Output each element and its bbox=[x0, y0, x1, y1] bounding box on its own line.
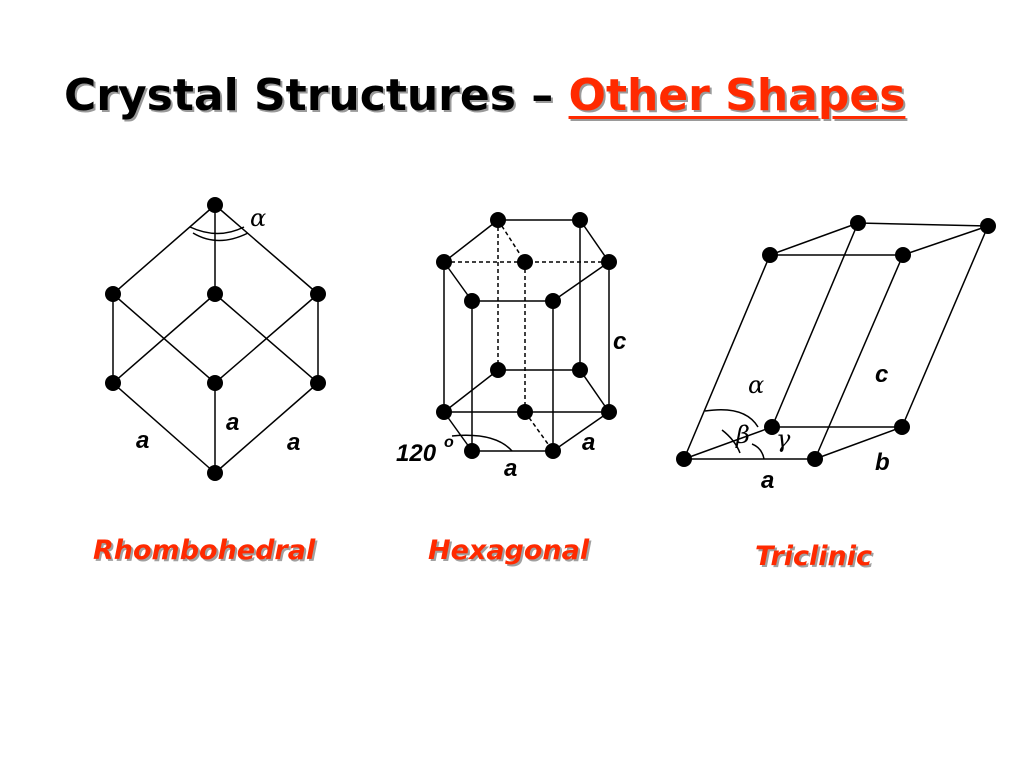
hexagonal-a-bottom-label: a bbox=[504, 455, 517, 482]
hexagonal-degree-label: o bbox=[444, 434, 454, 451]
lattice-point bbox=[464, 443, 480, 459]
lattice-point bbox=[980, 218, 996, 234]
lattice-point bbox=[895, 247, 911, 263]
lattice-point bbox=[572, 212, 588, 228]
lattice-point bbox=[105, 286, 121, 302]
lattice-point bbox=[545, 443, 561, 459]
page-title: Crystal Structures – Other Shapes bbox=[64, 66, 964, 136]
lattice-point bbox=[601, 254, 617, 270]
lattice-point bbox=[517, 404, 533, 420]
caption-hexagonal: Hexagonal bbox=[428, 534, 589, 568]
triclinic-a-label: a bbox=[761, 467, 774, 494]
lattice-point bbox=[207, 286, 223, 302]
rhombohedral-a-center-label: a bbox=[226, 409, 239, 436]
hexagonal-a-right-label: a bbox=[582, 429, 595, 456]
rhombohedral-diagram bbox=[112, 204, 319, 474]
caption-hexagonal-text: Hexagonal bbox=[428, 535, 590, 566]
lattice-point bbox=[894, 419, 910, 435]
triclinic-c-label: c bbox=[875, 361, 888, 388]
triclinic-alpha-label: α bbox=[748, 371, 764, 399]
triclinic-beta-label: β bbox=[735, 421, 750, 449]
lattice-point bbox=[490, 212, 506, 228]
lattice-point bbox=[490, 362, 506, 378]
caption-rhombohedral-text: Rhombohedral bbox=[93, 535, 316, 566]
caption-triclinic-text: Triclinic bbox=[755, 541, 873, 572]
lattice-point bbox=[545, 293, 561, 309]
rhombohedral-alpha-label: α bbox=[250, 204, 266, 232]
rhombohedral-a-right-label: a bbox=[287, 429, 300, 456]
caption-triclinic: Triclinic bbox=[755, 540, 872, 574]
rhombohedral-a-left-label: a bbox=[136, 427, 149, 454]
lattice-point bbox=[310, 375, 326, 391]
lattice-point bbox=[850, 215, 866, 231]
hexagonal-nodes bbox=[436, 212, 617, 459]
lattice-point bbox=[207, 197, 223, 213]
caption-rhombohedral: Rhombohedral bbox=[93, 534, 315, 568]
triclinic-gamma-label: γ bbox=[776, 425, 791, 453]
triclinic-diagram bbox=[683, 222, 989, 460]
lattice-point bbox=[436, 254, 452, 270]
lattice-point bbox=[601, 404, 617, 420]
lattice-point bbox=[517, 254, 533, 270]
hexagonal-angle-label: 120 bbox=[396, 440, 437, 467]
lattice-point bbox=[207, 375, 223, 391]
lattice-point bbox=[676, 451, 692, 467]
lattice-point bbox=[464, 293, 480, 309]
lattice-point bbox=[762, 247, 778, 263]
lattice-point bbox=[310, 286, 326, 302]
lattice-point bbox=[105, 375, 121, 391]
hexagonal-c-label: c bbox=[613, 328, 626, 355]
triclinic-nodes bbox=[676, 215, 996, 467]
lattice-point bbox=[764, 419, 780, 435]
rhombohedral-nodes bbox=[105, 197, 326, 481]
lattice-point bbox=[207, 465, 223, 481]
hexagonal-diagram bbox=[443, 219, 610, 452]
triclinic-b-label: b bbox=[875, 449, 890, 476]
lattice-point bbox=[807, 451, 823, 467]
lattice-point bbox=[436, 404, 452, 420]
lattice-point bbox=[572, 362, 588, 378]
title-main: Crystal Structures – bbox=[64, 70, 569, 121]
title-accent: Other Shapes bbox=[568, 70, 906, 121]
